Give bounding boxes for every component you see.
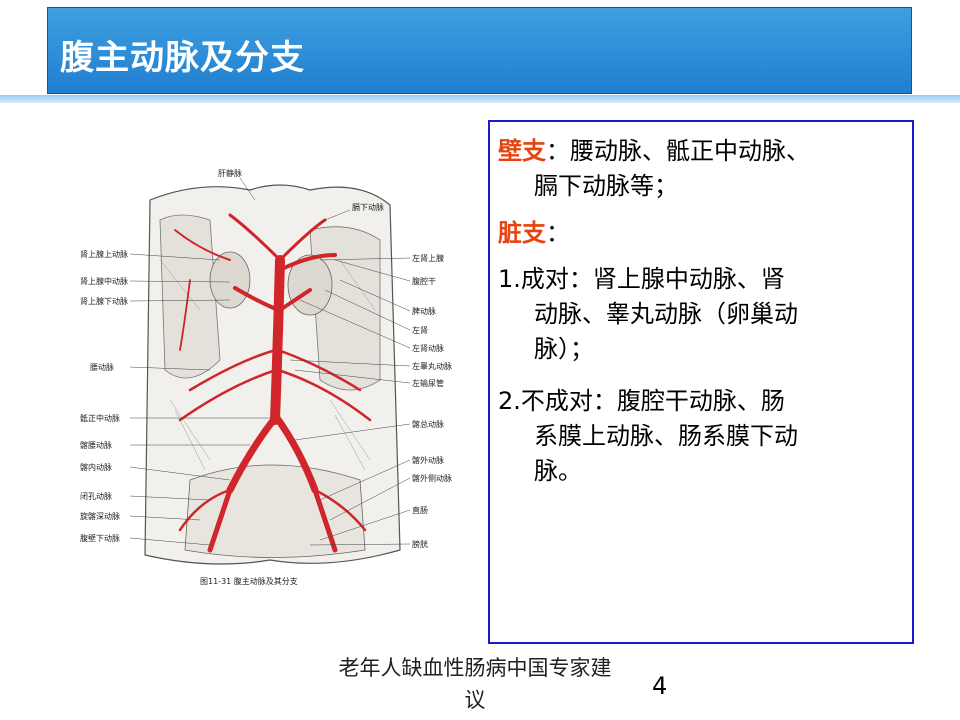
fig-label: 膀胱 (412, 539, 428, 549)
fig-label: 髂腰动脉 (80, 440, 112, 450)
parietal-label: 壁支 (498, 137, 546, 165)
title-bar: 腹主动脉及分支 (47, 7, 912, 94)
visceral-label: 脏支 (498, 219, 546, 247)
fig-label: 肾上腺上动脉 (80, 249, 128, 259)
fig-label: 髂外侧动脉 (412, 473, 452, 483)
figure-labels-top: 肝静脉 膈下动脉 (218, 168, 384, 212)
fig-label: 脾动脉 (412, 306, 436, 316)
branch-text-box: 壁支：腰动脉、骶正中动脉、 膈下动脉等； 脏支： 1.成对：肾上腺中动脉、肾 动… (488, 120, 914, 644)
fig-label: 左肾 (412, 325, 428, 335)
right-common-iliac (273, 414, 319, 494)
fig-label: 直肠 (412, 505, 428, 515)
slide-title: 腹主动脉及分支 (60, 38, 305, 78)
fig-label: 旋髂深动脉 (80, 511, 120, 521)
parietal-text-cont: 膈下动脉等； (534, 172, 678, 200)
visceral-colon: ： (546, 219, 570, 247)
paragraph-paired: 1.成对：肾上腺中动脉、肾 动脉、睾丸动脉（卵巢动 脉）； (498, 262, 798, 367)
paired-line-2: 动脉、睾丸动脉（卵巢动 (534, 300, 798, 328)
fig-label: 骶正中动脉 (80, 413, 120, 423)
left-kidney (209, 251, 251, 309)
figure-caption: 图11-31 腹主动脉及其分支 (200, 576, 298, 586)
fig-label: 肾上腺中动脉 (80, 276, 128, 286)
footer-text: 老年人缺血性肠病中国专家建议 (338, 656, 612, 712)
left-renal-artery (233, 286, 280, 312)
anatomy-figure: 肾上腺上动脉 肾上腺中动脉 肾上腺下动脉 腰动脉 骶正中动脉 髂腰动脉 髂内动脉… (80, 168, 452, 586)
unpaired-line-3: 脉。 (534, 457, 582, 485)
title-underline (0, 95, 960, 103)
fig-label: 左肾动脉 (412, 343, 444, 353)
fig-label: 腰动脉 (90, 362, 114, 372)
page-number: 4 (652, 672, 668, 700)
fig-label: 腹腔干 (412, 276, 436, 286)
left-organs (159, 214, 221, 379)
aorta (270, 255, 285, 425)
fig-label: 膈下动脉 (352, 202, 384, 212)
fig-label: 髂外动脉 (412, 455, 444, 465)
paired-line-1: 1.成对：肾上腺中动脉、肾 (498, 265, 785, 293)
fig-label: 左输尿管 (412, 378, 444, 388)
paragraph-visceral: 脏支： (498, 216, 570, 251)
left-external-iliac (207, 487, 233, 553)
parietal-text: ：腰动脉、骶正中动脉、 (546, 137, 810, 165)
figure-labels-left: 肾上腺上动脉 肾上腺中动脉 肾上腺下动脉 腰动脉 骶正中动脉 髂腰动脉 髂内动脉… (80, 249, 128, 543)
phrenic-artery-r (278, 218, 327, 262)
left-common-iliac (226, 414, 279, 494)
fig-label: 闭孔动脉 (80, 491, 112, 501)
paragraph-unpaired: 2.不成对：腹腔干动脉、肠 系膜上动脉、肠系膜下动 脉。 (498, 384, 798, 489)
fig-label: 髂内动脉 (80, 462, 112, 472)
celiac-trunk (278, 253, 337, 272)
fig-label: 髂总动脉 (412, 419, 444, 429)
right-renal-artery (278, 288, 312, 312)
unpaired-line-2: 系膜上动脉、肠系膜下动 (534, 422, 798, 450)
paragraph-parietal: 壁支：腰动脉、骶正中动脉、 膈下动脉等； (498, 134, 810, 204)
phrenic-artery (228, 213, 282, 262)
paired-line-3: 脉）； (534, 335, 594, 363)
fig-label: 腹壁下动脉 (80, 533, 120, 543)
right-kidney (287, 254, 333, 316)
fig-label: 左睾丸动脉 (412, 361, 452, 371)
fig-label: 肾上腺下动脉 (80, 296, 128, 306)
figure-labels-right: 左肾上腺 腹腔干 脾动脉 左肾 左肾动脉 左睾丸动脉 左输尿管 髂总动脉 髂外动… (412, 253, 452, 549)
fig-label: 左肾上腺 (412, 253, 444, 263)
fig-label: 肝静脉 (218, 168, 242, 178)
unpaired-line-1: 2.不成对：腹腔干动脉、肠 (498, 387, 785, 415)
